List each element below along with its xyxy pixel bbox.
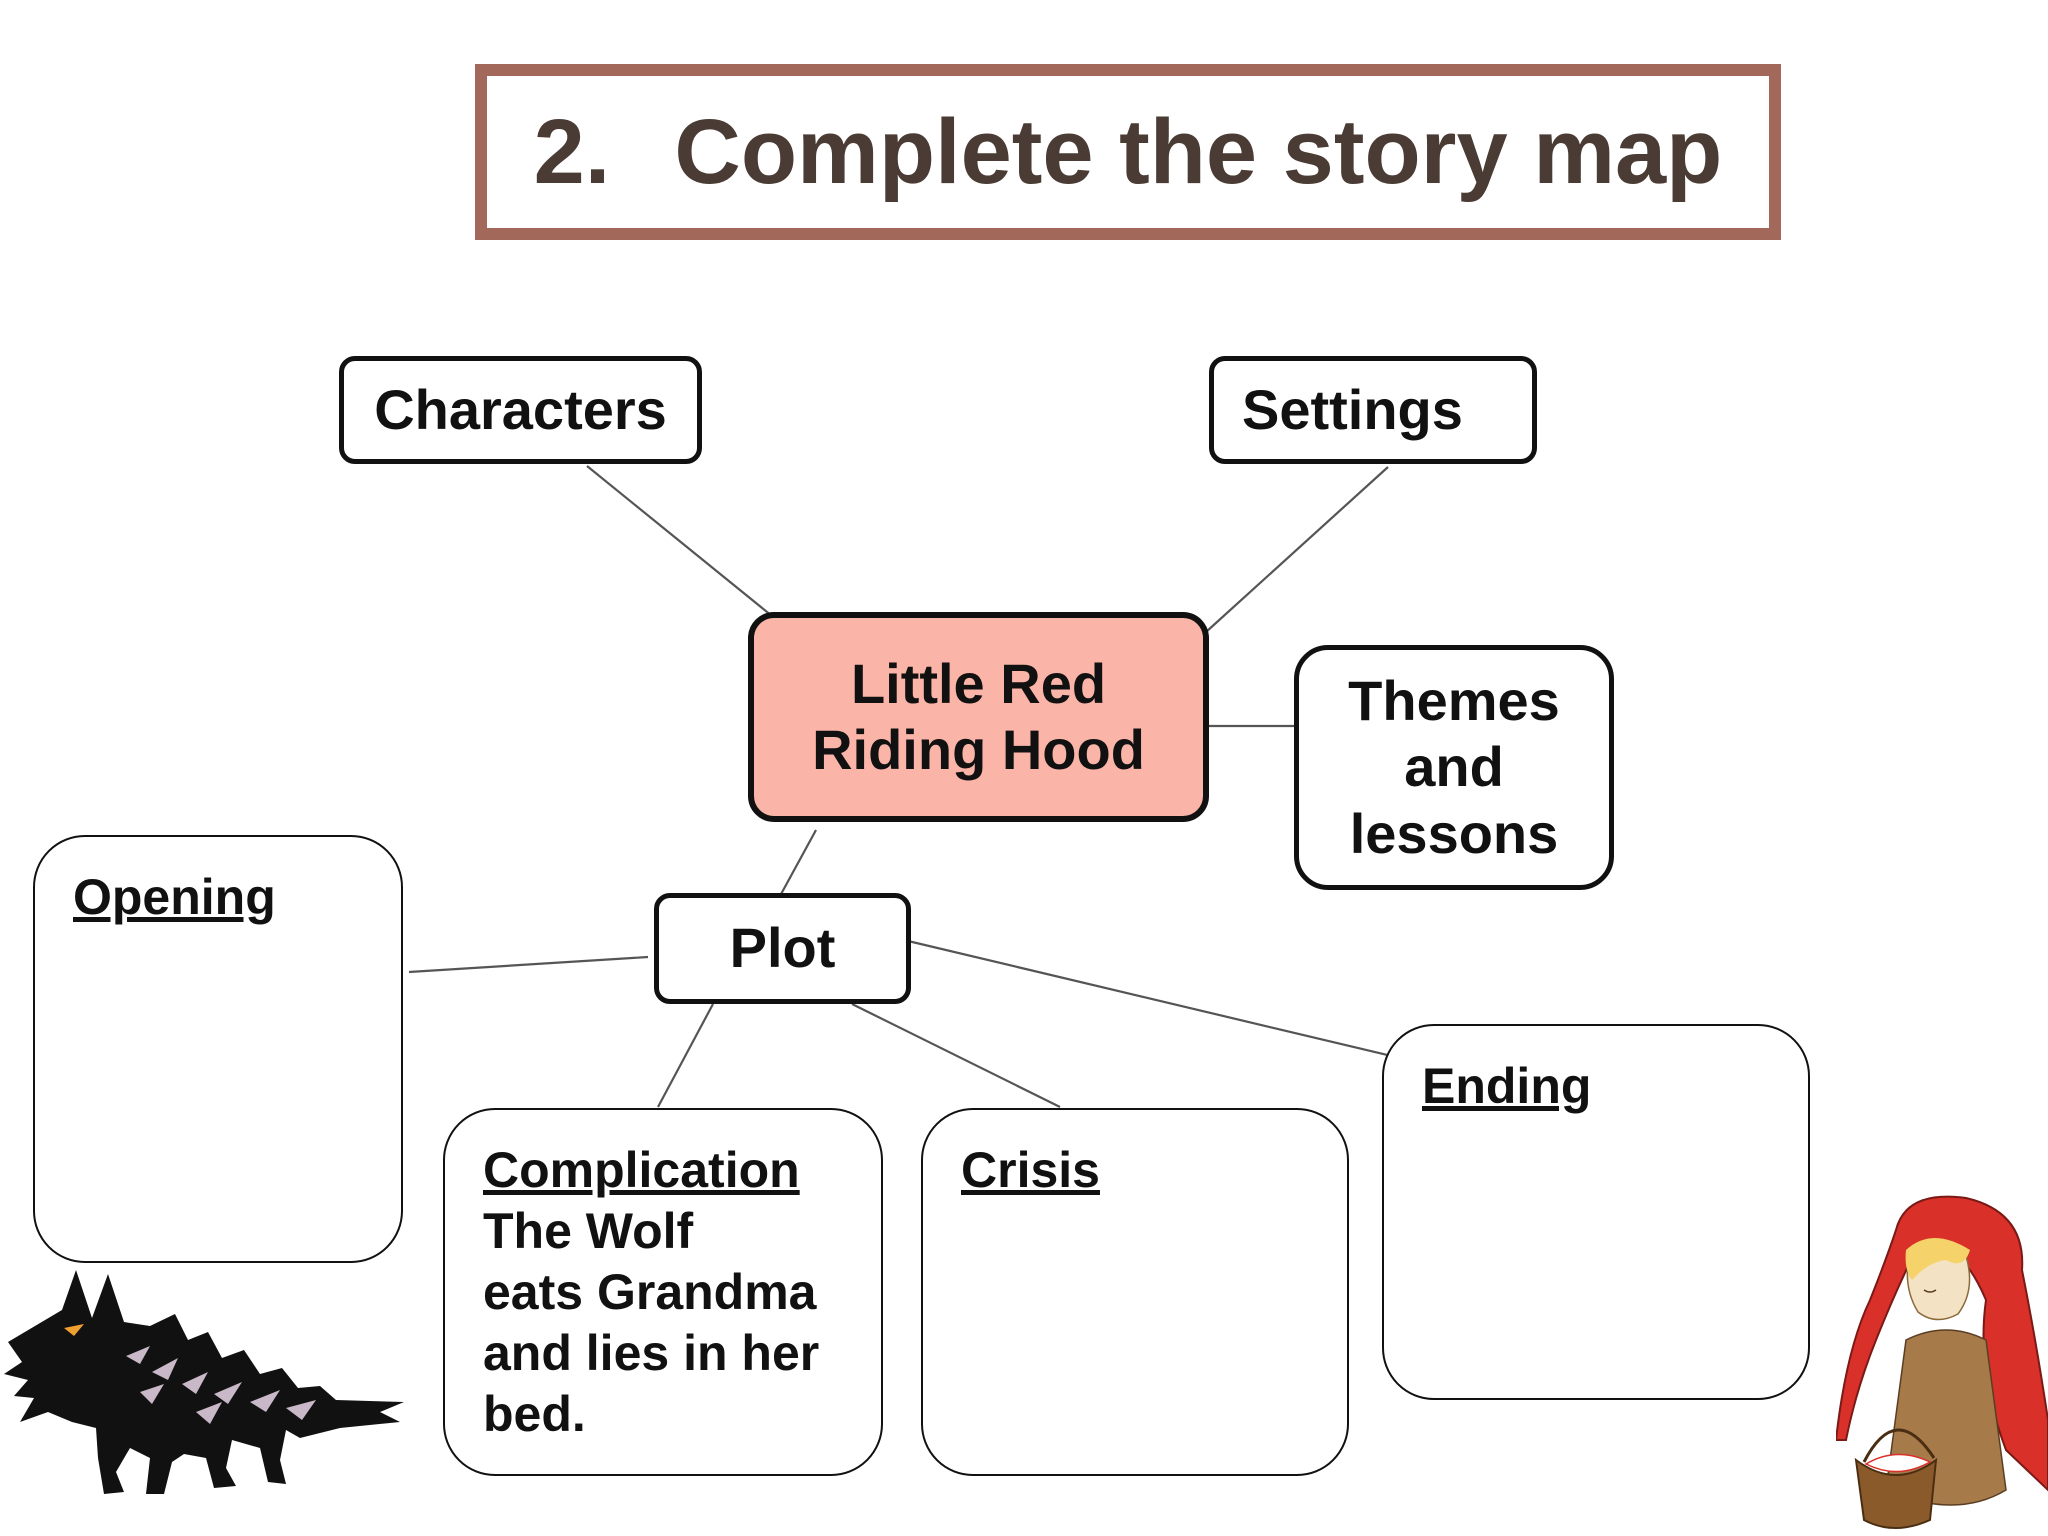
characters-label: Characters xyxy=(374,377,667,441)
opening-box: Opening xyxy=(33,835,403,1263)
title-number: 2. xyxy=(533,100,611,203)
themes-line2: and xyxy=(1404,735,1504,799)
connector-crisis xyxy=(851,1003,1061,1108)
plot-label: Plot xyxy=(729,916,836,980)
themes-line3: lessons xyxy=(1349,801,1559,865)
crisis-box: Crisis xyxy=(921,1108,1349,1476)
crisis-heading: Crisis xyxy=(961,1142,1100,1198)
themes-line1: Themes xyxy=(1348,669,1560,733)
complication-box: Complication The Wolf eats Grandma and l… xyxy=(443,1108,883,1476)
story-title-node: Little Red Riding Hood xyxy=(748,612,1209,822)
story-title-line2: Riding Hood xyxy=(812,718,1145,781)
little-red-riding-hood-illustration xyxy=(1836,1195,2048,1529)
complication-text: The Wolf eats Grandma and lies in her be… xyxy=(483,1203,820,1442)
plot-node: Plot xyxy=(654,893,911,1004)
settings-node: Settings xyxy=(1209,356,1537,464)
connector-opening xyxy=(408,955,649,974)
themes-node: Themes and lessons xyxy=(1294,645,1614,890)
connector-plot xyxy=(779,829,817,897)
connector-ending xyxy=(907,939,1401,1060)
ending-box: Ending xyxy=(1382,1024,1810,1400)
settings-label: Settings xyxy=(1242,377,1463,441)
characters-node: Characters xyxy=(339,356,702,464)
opening-heading: Opening xyxy=(73,869,276,925)
complication-heading: Complication xyxy=(483,1142,800,1198)
connector-characters xyxy=(586,465,773,617)
title-text: Complete the story map xyxy=(674,100,1723,203)
wolf-illustration xyxy=(4,1270,404,1494)
page-title: 2. Complete the story map xyxy=(475,64,1781,240)
connector-settings xyxy=(1205,466,1389,633)
ending-heading: Ending xyxy=(1422,1058,1592,1114)
connector-complication xyxy=(657,1003,714,1108)
story-title-line1: Little Red xyxy=(850,651,1107,715)
